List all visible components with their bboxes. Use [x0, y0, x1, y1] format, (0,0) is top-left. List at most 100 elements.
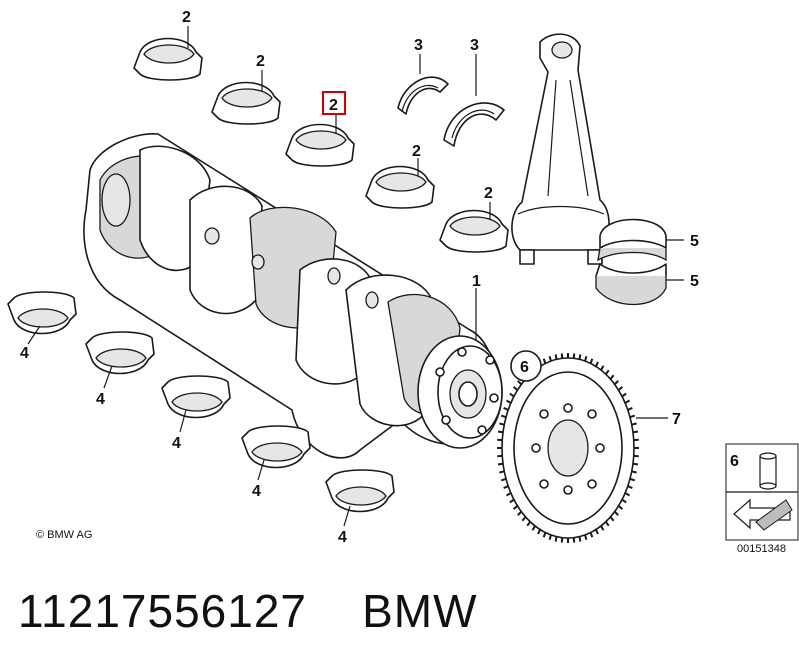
dowel-pin-icon	[759, 452, 777, 490]
flywheel-tooth	[578, 354, 582, 360]
flywheel-tooth	[627, 406, 633, 411]
flywheel-tooth	[621, 498, 627, 504]
flywheel-tooth	[605, 369, 610, 375]
flywheel-tooth	[627, 485, 633, 490]
callout-1: 1	[472, 273, 481, 290]
flywheel-tooth	[531, 525, 536, 531]
callout-2e: 2	[484, 185, 493, 202]
flywheel-tooth	[624, 399, 630, 404]
flywheel-teeth	[497, 353, 639, 543]
lower-bearing-shell-3[interactable]	[161, 375, 231, 419]
flywheel-tooth	[517, 380, 523, 386]
thrust-washer-2[interactable]	[443, 102, 505, 147]
flywheel-tooth	[509, 392, 515, 398]
flywheel-tooth	[554, 354, 558, 360]
callout-4a: 4	[20, 345, 29, 362]
flywheel-tooth	[497, 430, 504, 434]
flywheel-tooth	[613, 510, 619, 516]
flywheel-tooth	[548, 534, 552, 541]
flywheel-tooth	[512, 505, 519, 510]
conrod-bearing-shell-lower[interactable]	[595, 263, 667, 306]
upper-bearing-shell-5[interactable]	[439, 209, 509, 253]
callout-4c: 4	[172, 435, 181, 452]
lower-bearing-shell-5[interactable]	[325, 469, 395, 513]
conrod-bearing-shell-upper[interactable]	[597, 218, 667, 262]
flywheel-tooth	[503, 406, 509, 411]
crankshaft[interactable]	[83, 133, 503, 459]
callout-2c-highlighted[interactable]: 2	[329, 97, 338, 114]
part-number: 11217556127	[18, 585, 307, 637]
flywheel-tooth	[629, 477, 636, 482]
flywheel-tooth	[542, 358, 547, 364]
flywheel-tooth	[624, 492, 630, 497]
upper-bearing-shell-1[interactable]	[133, 37, 203, 81]
connecting-rod[interactable]	[511, 33, 610, 265]
flywheel-tooth	[497, 462, 504, 466]
part-number-caption: 11217556127 BMW	[18, 584, 478, 638]
flywheel-tooth	[506, 399, 512, 404]
flywheel-tooth	[503, 485, 509, 490]
highlight-box	[322, 91, 346, 115]
thrust-washer-1[interactable]	[397, 76, 449, 115]
upper-bearing-shell-4[interactable]	[365, 165, 435, 209]
flywheel-tooth	[509, 498, 515, 504]
flywheel-tooth	[506, 492, 512, 497]
flywheel-tooth	[621, 392, 627, 398]
flywheel-tooth	[517, 510, 523, 516]
diagram-id: 00151348	[737, 543, 786, 555]
callout-5b: 5	[690, 273, 699, 290]
upper-bearing-shell-2[interactable]	[211, 81, 281, 125]
flywheel-tooth	[600, 365, 605, 371]
callout-2a: 2	[182, 9, 191, 26]
lower-bearing-shell-2[interactable]	[85, 331, 155, 375]
flywheel-tooth	[617, 386, 624, 391]
upper-bearing-shell-3[interactable]	[285, 123, 355, 167]
flywheel-tooth	[499, 422, 505, 426]
callout-6: 6	[520, 359, 529, 376]
brand-name: BMW	[362, 585, 478, 637]
flywheel-tooth	[609, 516, 615, 522]
flywheel-tooth	[589, 532, 594, 538]
flywheel-tooth	[578, 536, 582, 542]
lower-bearing-shell-1[interactable]	[7, 291, 77, 335]
flywheel-tooth	[542, 532, 547, 538]
copyright-text: © BMW AG	[36, 529, 92, 541]
callout-4d: 4	[252, 483, 261, 500]
flywheel-tooth	[548, 355, 552, 362]
callout-6-circle	[510, 350, 542, 382]
flywheel-tooth	[499, 470, 505, 474]
callout-3b: 3	[470, 37, 479, 54]
flywheel-tooth	[631, 470, 637, 474]
flywheel[interactable]	[497, 353, 639, 543]
leader-lines	[27, 26, 684, 527]
callout-3a: 3	[414, 37, 423, 54]
callout-7: 7	[672, 411, 681, 428]
flywheel-tooth	[512, 386, 519, 391]
lower-bearing-shell-4[interactable]	[241, 425, 311, 469]
callout-5a: 5	[690, 233, 699, 250]
flywheel-tooth	[605, 521, 610, 527]
flywheel-tooth	[609, 374, 615, 380]
flywheel-tooth	[500, 477, 507, 482]
flywheel-tooth	[554, 536, 558, 542]
flywheel-tooth	[632, 430, 639, 434]
flywheel-tooth	[594, 361, 599, 367]
flywheel-tooth	[617, 505, 624, 510]
callout-4b: 4	[96, 391, 105, 408]
flywheel-tooth	[613, 380, 619, 386]
legend-label-6: 6	[730, 453, 739, 470]
flywheel-tooth	[631, 422, 637, 426]
flywheel-tooth	[526, 521, 531, 527]
flywheel-tooth	[584, 534, 588, 541]
flywheel-tooth	[629, 414, 636, 419]
callout-2b: 2	[256, 53, 265, 70]
legend-box: 6	[725, 443, 799, 541]
flywheel-tooth	[632, 462, 639, 466]
flywheel-tooth	[589, 358, 594, 364]
callout-4e: 4	[338, 529, 347, 546]
flywheel-tooth	[521, 516, 527, 522]
flywheel-tooth	[594, 529, 599, 535]
flywheel-tooth	[537, 529, 542, 535]
flywheel-tooth	[600, 525, 605, 531]
